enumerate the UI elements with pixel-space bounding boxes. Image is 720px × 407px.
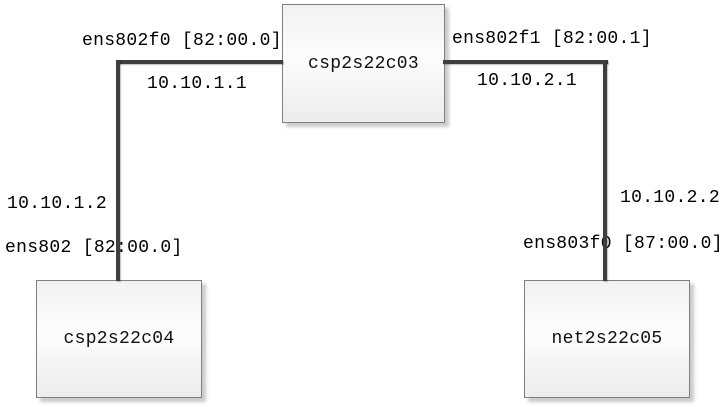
link-right-vertical-segment — [603, 60, 607, 281]
link-left-bottom-ip-label: 10.10.1.2 — [7, 194, 107, 214]
node-csp2s22c03-label: csp2s22c03 — [307, 53, 420, 74]
link-left-vertical-segment — [116, 60, 120, 281]
link-right-top-ip-label: 10.10.2.1 — [477, 71, 577, 91]
node-csp2s22c04-label: csp2s22c04 — [63, 329, 175, 349]
link-left-top-ip-label: 10.10.1.1 — [147, 74, 247, 94]
node-net2s22c05-label: net2s22c05 — [551, 329, 663, 349]
node-csp2s22c03: csp2s22c03 — [282, 4, 445, 123]
link-left-bottom-interface-label: ens802 [82:00.0] — [5, 238, 183, 258]
link-left-horizontal-segment — [116, 60, 283, 64]
node-net2s22c05: net2s22c05 — [524, 280, 690, 398]
link-left-top-interface-label: ens802f0 [82:00.0] — [82, 31, 282, 51]
link-right-horizontal-segment — [443, 60, 608, 64]
node-csp2s22c04: csp2s22c04 — [36, 280, 202, 398]
link-right-top-interface-label: ens802f1 [82:00.1] — [452, 29, 652, 49]
link-right-bottom-ip-label: 10.10.2.2 — [620, 188, 720, 208]
link-right-bottom-interface-label: ens803f0 [87:00.0] — [523, 234, 720, 254]
